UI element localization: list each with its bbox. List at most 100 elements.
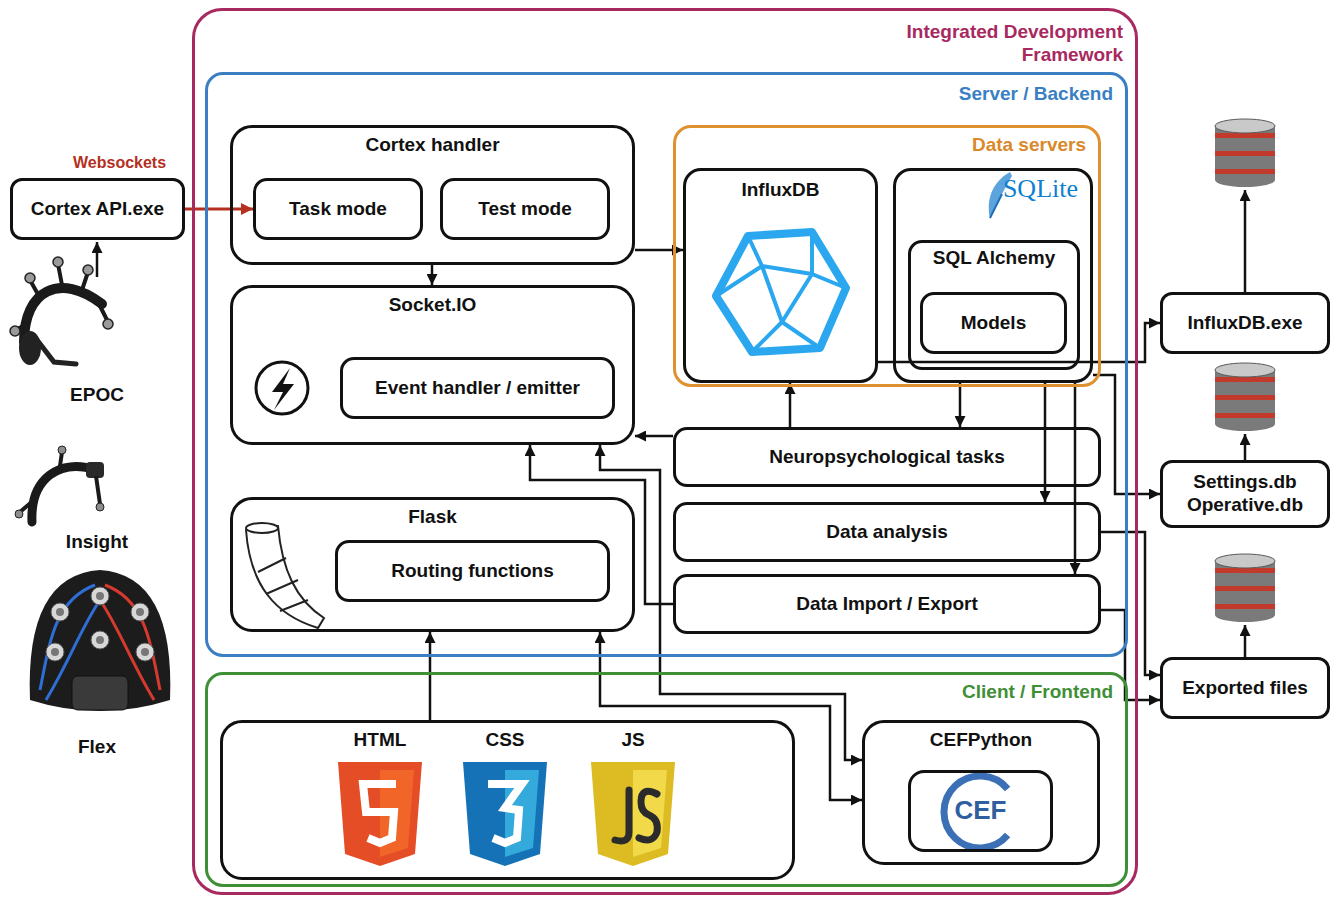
box-label: Neuropsychological tasks <box>769 446 1004 469</box>
storage-arrow <box>1244 190 1247 292</box>
influxdb-icon <box>716 232 846 352</box>
device-label-wrap: Flex <box>37 736 157 759</box>
database-icon <box>1215 363 1275 377</box>
flask-horn <box>258 558 308 611</box>
box-title: CEFPython <box>930 729 1032 752</box>
connector-arrow <box>635 435 673 438</box>
html5-shield <box>338 762 422 866</box>
flex-cap <box>136 643 154 661</box>
database-icon <box>1215 568 1275 573</box>
insight-headset <box>20 452 100 512</box>
mode-box: Task mode <box>253 178 423 240</box>
backend-region: Server / BackendCortex handlerTask mode T… <box>205 72 1128 657</box>
connector-arrow <box>429 632 432 720</box>
connector-arrow <box>1101 532 1160 675</box>
database-box: InfluxDB <box>683 168 878 383</box>
box-label: Test mode <box>478 198 572 221</box>
connector-arrow <box>185 208 253 211</box>
flex-cap <box>46 643 64 661</box>
connector-arrow <box>1074 383 1077 574</box>
tech-name: HTML <box>325 729 435 752</box>
connector-arrow <box>600 632 862 800</box>
tech-name: JS <box>578 729 688 752</box>
flex-cap <box>131 603 149 621</box>
storage-arrow <box>1244 434 1247 460</box>
insight-headset <box>86 462 104 478</box>
insight-headset <box>15 510 23 518</box>
box-label: Data Import / Export <box>796 593 978 616</box>
mode-box: Test mode <box>440 178 610 240</box>
file-box: Settings.db Operative.db <box>1160 460 1330 528</box>
handler-box: Cortex handlerTask mode Test mode <box>230 125 635 265</box>
flask-horn <box>246 523 278 533</box>
region-title: Data servers <box>972 134 1086 157</box>
flex-cap <box>91 587 109 605</box>
database-icon <box>1215 604 1275 609</box>
device-label: EPOC <box>37 384 157 407</box>
box-label: Routing functions <box>391 560 554 583</box>
device-label-wrap: Insight <box>37 531 157 554</box>
data-region: Data serversInfluxDB SQLiteSQL AlchemyMod… <box>673 125 1101 387</box>
api-box: Cortex API.exe <box>10 178 185 240</box>
flex-cap <box>136 608 144 616</box>
database-icon <box>1215 363 1275 431</box>
influxdb-icon <box>716 232 846 352</box>
css3-shield <box>488 784 522 843</box>
html5-shield <box>338 762 422 866</box>
epoc-headset <box>10 326 20 336</box>
box-title: Socket.IO <box>389 294 477 317</box>
box-title: InfluxDB <box>741 179 819 202</box>
module-box: Data analysis <box>673 502 1101 562</box>
box-label: Models <box>961 312 1026 335</box>
flex-cap <box>56 608 64 616</box>
device-label-wrap: EPOC <box>37 384 157 407</box>
framework-region: Integrated Development FrameworkServer /… <box>192 8 1138 895</box>
web-tech-box: HTML CSS JS <box>220 720 795 880</box>
epoc-headset <box>83 265 93 275</box>
flex-cap <box>91 631 109 649</box>
database-icon <box>1215 586 1275 591</box>
region-title: Integrated Development Framework <box>838 21 1123 67</box>
handler-box: Event handler / emitter <box>340 357 615 419</box>
box-label: Task mode <box>289 198 387 221</box>
box-title: Cortex handler <box>365 134 499 157</box>
box-title: SQL Alchemy <box>933 247 1056 270</box>
flask-horn <box>246 526 324 628</box>
js-shield <box>615 790 657 841</box>
logo-text: CEF <box>955 795 1007 826</box>
device-label: Flex <box>37 736 157 759</box>
influxdb-icon <box>716 232 846 352</box>
region-title: Server / Backend <box>959 83 1113 106</box>
module-box: Neuropsychological tasks <box>673 427 1101 487</box>
socket-box: Socket.IO Event handler / emitter <box>230 285 635 445</box>
browser-box: CEFPythonCEF <box>862 720 1100 865</box>
edge-label: Websockets <box>73 153 166 172</box>
socketio-icon <box>256 362 308 414</box>
database-icon <box>1215 119 1275 133</box>
flask-horn <box>246 523 324 628</box>
database-icon <box>1215 169 1275 174</box>
database-icon <box>1215 554 1275 622</box>
epoc-headset <box>103 319 113 329</box>
sqlite-feather <box>990 194 1002 218</box>
insight-headset <box>96 503 104 511</box>
file-box: Exported files <box>1160 657 1330 719</box>
database-box: SQLiteSQL AlchemyModels <box>893 168 1093 383</box>
tech-name: CSS <box>450 729 560 752</box>
insight-headset <box>15 446 104 522</box>
box-label: Event handler / emitter <box>375 377 580 400</box>
module-box: Data Import / Export <box>673 574 1101 634</box>
storage-arrow <box>1244 625 1247 657</box>
box-label: Settings.db Operative.db <box>1173 471 1317 517</box>
orm-box: SQL AlchemyModels <box>908 240 1080 370</box>
database-icon <box>1215 151 1275 156</box>
js-shield <box>591 762 675 866</box>
logo-text: SQLite <box>1003 173 1078 204</box>
box-label: Data analysis <box>826 521 947 544</box>
routing-box: Routing functions <box>335 540 610 602</box>
html5-shield <box>363 784 396 843</box>
css3-shield <box>463 762 547 866</box>
